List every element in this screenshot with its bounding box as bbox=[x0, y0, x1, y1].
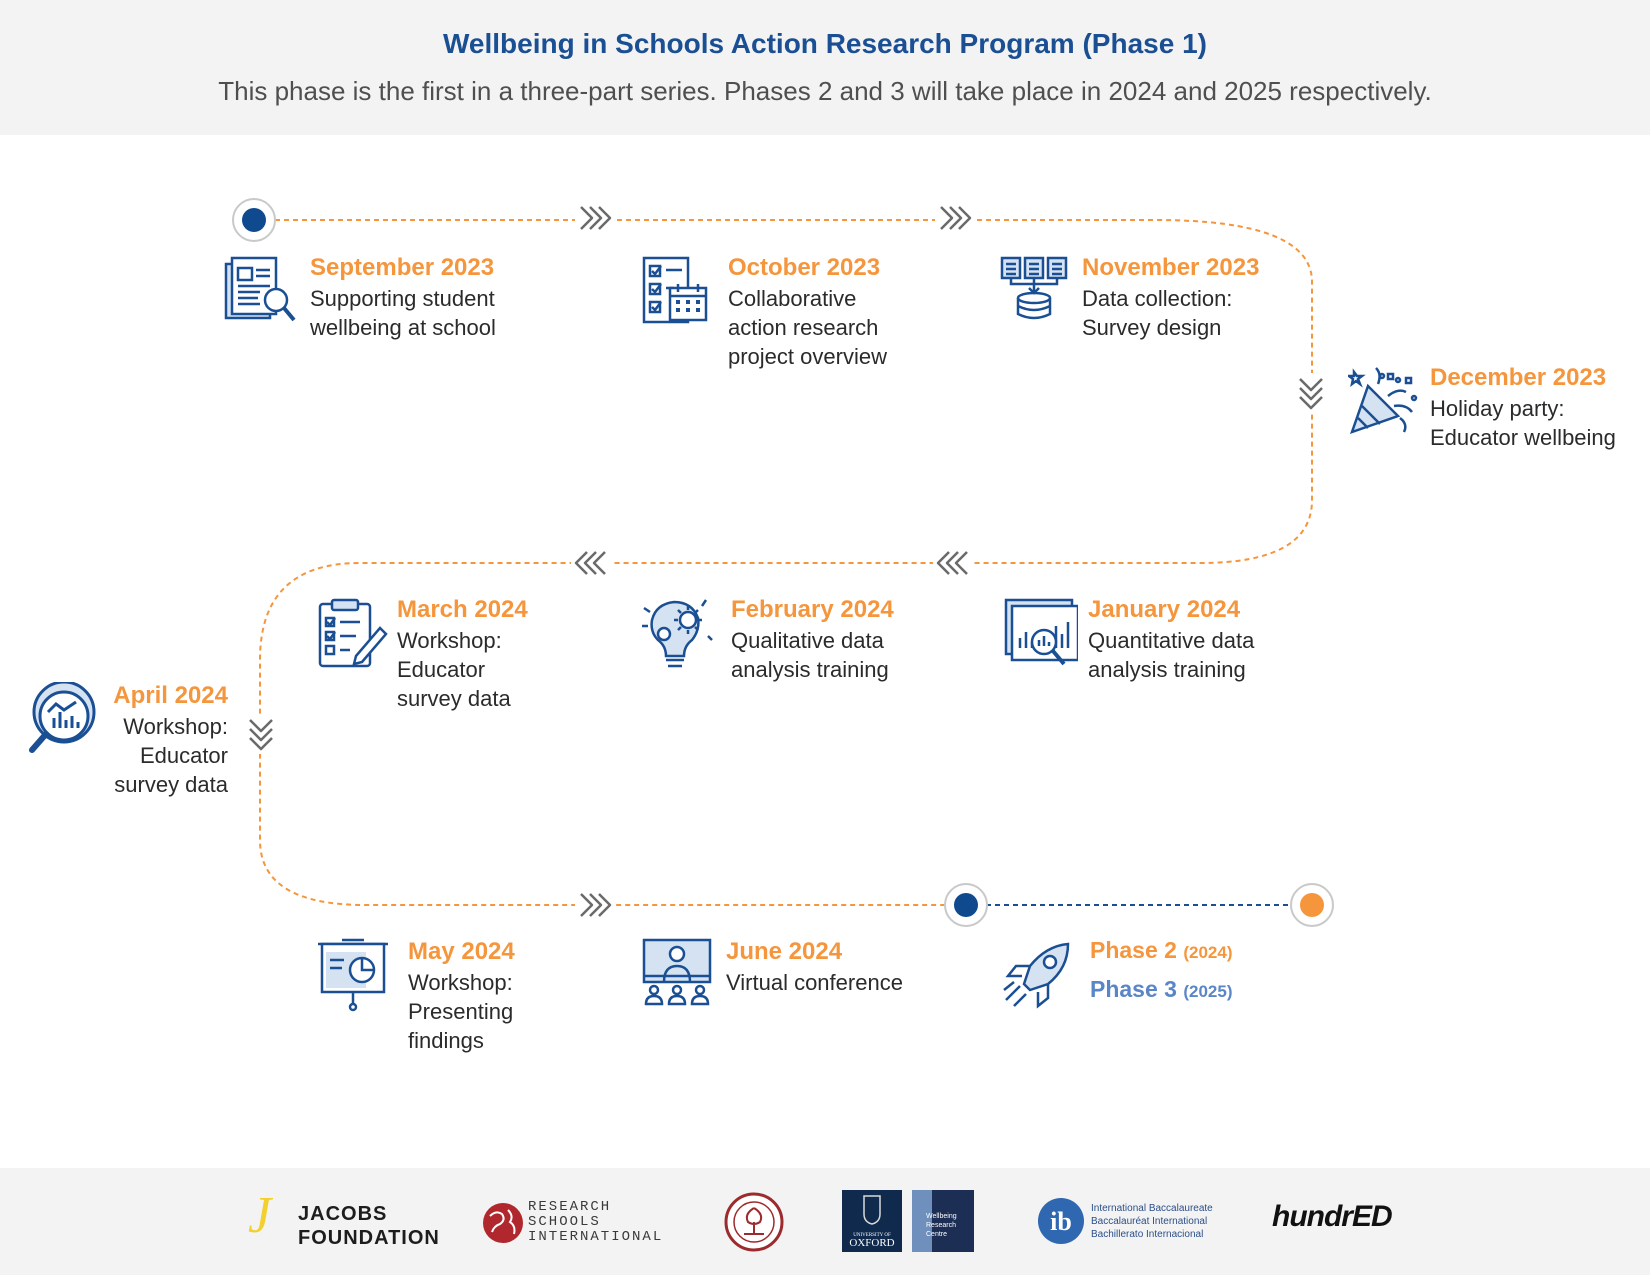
international-baccalaureate-logo: ib International Baccalaureate Baccalaur… bbox=[1036, 1190, 1216, 1254]
header: Wellbeing in Schools Action Research Pro… bbox=[0, 0, 1650, 135]
milestone-november-2023: November 2023 Data collection: Survey de… bbox=[1082, 252, 1259, 342]
milestone-date: April 2024 bbox=[113, 682, 228, 709]
chevron-left-icon bbox=[933, 547, 973, 579]
research-schools-international-logo: RESEARCH SCHOOLS INTERNATIONAL bbox=[482, 1190, 672, 1254]
database-icon bbox=[1000, 256, 1068, 320]
hundred-logo: hundrED bbox=[1272, 1200, 1393, 1233]
document-search-icon bbox=[224, 256, 296, 322]
milestone-description: Supporting student wellbeing at school bbox=[310, 286, 496, 340]
rocket-icon bbox=[1003, 942, 1070, 1009]
milestone-date: September 2023 bbox=[310, 254, 495, 281]
milestone-description: Quantitative data analysis training bbox=[1088, 628, 1255, 682]
svg-text:OXFORD: OXFORD bbox=[849, 1237, 894, 1249]
milestone-description: Collaborative action research project ov… bbox=[728, 286, 887, 369]
milestone-date: June 2024 bbox=[726, 938, 843, 965]
checklist-calendar-icon bbox=[642, 256, 708, 324]
milestone-date: January 2024 bbox=[1088, 596, 1241, 623]
milestone-january-2024: January 2024 Quantitative data analysis … bbox=[1088, 594, 1254, 684]
milestone-date: February 2024 bbox=[731, 596, 894, 623]
milestone-march-2024: March 2024 Workshop: Educator survey dat… bbox=[397, 594, 528, 713]
chevron-down-icon bbox=[245, 714, 277, 754]
milestone-date: May 2024 bbox=[408, 938, 515, 965]
timeline-future-node bbox=[1290, 883, 1334, 927]
footer bbox=[0, 1168, 1650, 1275]
timeline-start-node bbox=[232, 198, 276, 242]
phase-3-label: Phase 3 (2025) bbox=[1090, 976, 1233, 1002]
page-subtitle: This phase is the first in a three-part … bbox=[218, 76, 1432, 106]
timeline-phase1-end-node bbox=[944, 883, 988, 927]
milestone-description: Workshop: Presenting findings bbox=[408, 970, 514, 1053]
lightbulb-gear-icon bbox=[642, 599, 713, 668]
clipboard-checklist-icon bbox=[318, 598, 388, 668]
presentation-board-icon bbox=[318, 938, 388, 1012]
milestone-description: Workshop: Educator survey data bbox=[397, 628, 511, 711]
chevron-right-icon bbox=[575, 889, 615, 921]
milestone-february-2024: February 2024 Qualitative data analysis … bbox=[731, 594, 894, 684]
svg-text:UNIVERSITY OF: UNIVERSITY OF bbox=[853, 1233, 891, 1238]
jacobs-foundation-logo: J JACOBS FOUNDATION bbox=[248, 1187, 440, 1249]
milestone-description: Workshop: Educator survey data bbox=[114, 714, 228, 797]
university-of-oxford-logo: UNIVERSITY OF OXFORD bbox=[842, 1190, 902, 1252]
milestone-june-2024: June 2024 Virtual conference bbox=[726, 936, 903, 997]
video-conference-icon bbox=[642, 938, 712, 1006]
chevron-right-icon bbox=[935, 202, 975, 234]
svg-text:Research: Research bbox=[926, 1222, 956, 1229]
milestone-description: Virtual conference bbox=[726, 970, 903, 995]
milestone-date: December 2023 bbox=[1430, 364, 1607, 391]
milestone-date: October 2023 bbox=[728, 254, 881, 281]
svg-text:Centre: Centre bbox=[926, 1231, 947, 1238]
milestone-may-2024: May 2024 Workshop: Presenting findings bbox=[408, 936, 515, 1055]
chevron-right-icon bbox=[575, 202, 615, 234]
page-title: Wellbeing in Schools Action Research Pro… bbox=[443, 28, 1207, 59]
milestone-description: Qualitative data analysis training bbox=[731, 628, 889, 682]
svg-text:Wellbeing: Wellbeing bbox=[926, 1213, 957, 1220]
wellbeing-centre-mark: Wellbeing Research Centre bbox=[912, 1190, 957, 1252]
milestone-description: Holiday party: Educator wellbeing bbox=[1430, 396, 1616, 450]
svg-text:ib: ib bbox=[1050, 1207, 1072, 1236]
milestone-april-2024: April 2024 Workshop: Educator survey dat… bbox=[100, 680, 228, 799]
milestone-october-2023: October 2023 Collaborative action resear… bbox=[728, 252, 887, 371]
oxford-crest-icon: UNIVERSITY OF OXFORD bbox=[849, 1195, 895, 1249]
globe-icon bbox=[483, 1203, 523, 1243]
chevron-down-icon bbox=[1295, 373, 1327, 413]
milestone-december-2023: December 2023 Holiday party: Educator we… bbox=[1430, 362, 1616, 452]
future-phases: Phase 2 (2024) Phase 3 (2025) bbox=[1090, 932, 1232, 1010]
data-analysis-icon bbox=[1004, 598, 1078, 666]
milestone-description: Data collection: Survey design bbox=[1082, 286, 1233, 340]
milestone-date: March 2024 bbox=[397, 596, 528, 623]
chevron-left-icon bbox=[571, 547, 611, 579]
seal-icon bbox=[724, 1192, 784, 1252]
magnifier-chart-icon bbox=[29, 682, 96, 753]
milestone-september-2023: September 2023 Supporting student wellbe… bbox=[310, 252, 496, 342]
wellbeing-research-centre-logo: Wellbeing Research Centre bbox=[912, 1190, 974, 1252]
milestone-date: November 2023 bbox=[1082, 254, 1260, 281]
party-popper-icon bbox=[1348, 367, 1418, 435]
timeline-segment-top bbox=[259, 219, 1313, 906]
university-seal-logo bbox=[724, 1190, 784, 1254]
ib-emblem-icon: ib bbox=[1038, 1198, 1084, 1244]
phase-2-label: Phase 2 (2024) bbox=[1090, 937, 1233, 963]
